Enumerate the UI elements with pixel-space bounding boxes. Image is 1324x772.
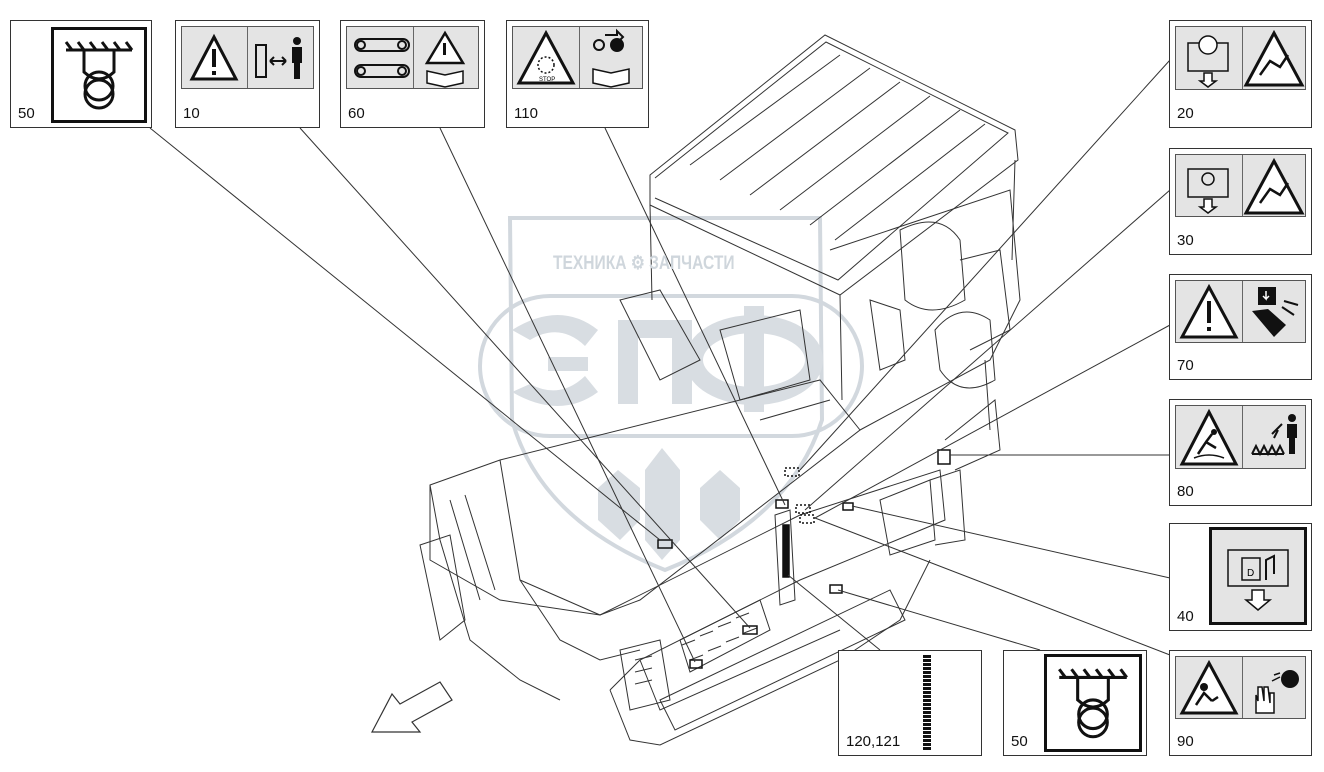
callout-number: 40 — [1177, 608, 1194, 625]
callout-20: 20 — [1169, 20, 1312, 128]
svg-text:D: D — [1247, 568, 1254, 579]
oil-fill-burn-warning-icon — [1175, 154, 1306, 217]
diesel-fuel-icon: D — [1209, 527, 1307, 625]
decal-locations — [657, 449, 951, 669]
callout-number: 110 — [514, 105, 538, 122]
watermark-letters — [512, 306, 823, 560]
callout-90: 90 — [1169, 650, 1312, 756]
watermark-caption: ТЕХНИКА ⚙ ЗАПЧАСТИ — [553, 253, 735, 274]
callout-40: D 40 — [1169, 523, 1312, 631]
callout-number: 70 — [1177, 357, 1194, 374]
callout-70: 70 — [1169, 274, 1312, 380]
callout-number: 120,121 — [846, 733, 901, 750]
warning-keep-distance-icon — [181, 26, 314, 89]
hot-fluid-burn-warning-icon — [1175, 26, 1306, 90]
belt-tension-manual-icon — [346, 26, 479, 89]
callout-120-121: 120,121 — [838, 650, 982, 756]
callout-number: 50 — [1011, 733, 1028, 750]
hose-clamp-icon — [51, 27, 147, 123]
callout-60: 60 — [340, 20, 485, 128]
callout-number: 10 — [183, 105, 200, 122]
crush-hand-warning-icon — [1175, 280, 1306, 343]
callout-30: 30 — [1169, 148, 1312, 255]
hose-clamp-icon — [1044, 654, 1142, 752]
callout-number: 50 — [18, 105, 35, 122]
scale-strip-icon — [923, 655, 931, 751]
paver-outline — [419, 34, 1021, 746]
callout-number: 80 — [1177, 483, 1194, 500]
callout-number: 20 — [1177, 105, 1194, 122]
callout-110: STOP 110 — [506, 20, 649, 128]
stop-key-manual-icon: STOP — [512, 26, 643, 89]
callout-number: 90 — [1177, 733, 1194, 750]
leader-lines — [149, 59, 1171, 663]
callout-50-bottom: 50 — [1003, 650, 1147, 756]
slip-auger-warning-icon — [1175, 405, 1306, 469]
callout-50-top: 50 — [10, 20, 152, 128]
callout-number: 30 — [1177, 232, 1194, 249]
callout-number: 60 — [348, 105, 365, 122]
direction-arrow — [371, 681, 453, 733]
callout-10: 10 — [175, 20, 320, 128]
hot-bitumen-gloves-icon — [1175, 656, 1306, 719]
callout-80: 80 — [1169, 399, 1312, 506]
watermark-logo — [478, 216, 864, 573]
svg-text:STOP: STOP — [539, 77, 555, 83]
